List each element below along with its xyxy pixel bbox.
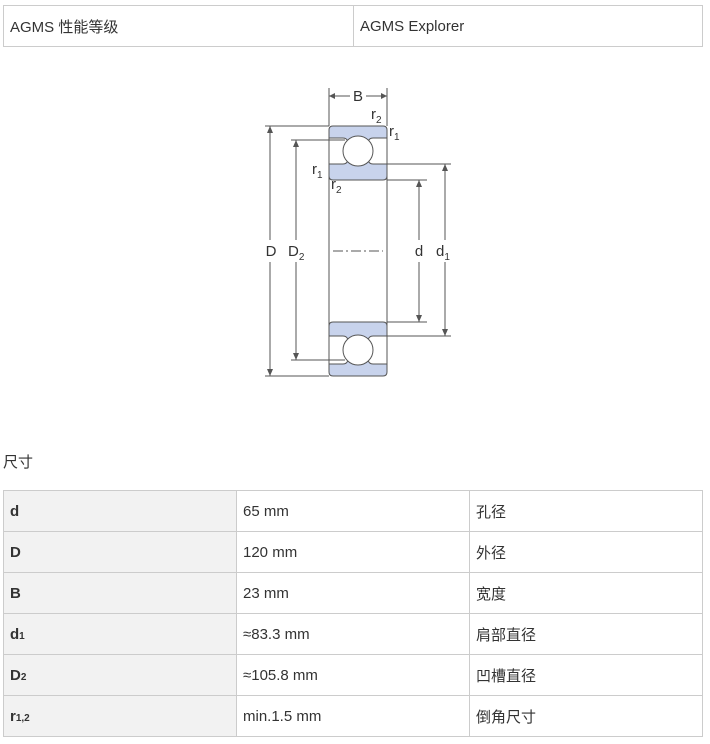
d-arrow-bottom xyxy=(416,315,422,322)
d1-arrow-top xyxy=(442,164,448,171)
label-b: B xyxy=(353,88,363,105)
section-title-dimensions: 尺寸 xyxy=(3,454,34,471)
bearing-drawing: B r2 r1 r1 r2 D D2 d d1 xyxy=(265,88,451,377)
description-cell: 倒角尺寸 xyxy=(469,695,703,737)
ball-top xyxy=(342,135,374,167)
label-d-inner: d xyxy=(415,243,423,260)
d-outer-arrow-bottom xyxy=(267,369,273,376)
description-cell: 孔径 xyxy=(469,490,703,532)
inner-ring-bottom xyxy=(328,321,388,341)
label-r1-top: r1 xyxy=(389,123,400,143)
d-arrow-top xyxy=(416,180,422,187)
d1-arrow-bottom xyxy=(442,329,448,336)
label-d2: D2 xyxy=(288,243,305,263)
b-arrow-left xyxy=(329,93,335,99)
table-row: B 23 mm 宽度 xyxy=(3,572,703,614)
symbol-cell: D xyxy=(3,531,237,573)
table-row: d 65 mm 孔径 xyxy=(3,490,703,532)
table-row: r1,2 min.1.5 mm 倒角尺寸 xyxy=(3,695,703,737)
d2-arrow-top xyxy=(293,140,299,147)
d2-arrow-bottom xyxy=(293,353,299,360)
header-table: AGMS 性能等级 AGMS Explorer xyxy=(3,5,703,47)
symbol-cell: B xyxy=(3,572,237,614)
ball-bottom xyxy=(342,334,374,366)
d-outer-arrow-top xyxy=(267,126,273,133)
label-r2-left: r2 xyxy=(331,176,342,196)
header-row: AGMS 性能等级 AGMS Explorer xyxy=(3,5,703,47)
value-cell: min.1.5 mm xyxy=(236,695,470,737)
table-row: D2 ≈105.8 mm 凹槽直径 xyxy=(3,654,703,696)
header-right-cell: AGMS Explorer xyxy=(353,5,703,47)
label-d-outer: D xyxy=(266,243,277,260)
description-cell: 肩部直径 xyxy=(469,613,703,655)
value-cell: 120 mm xyxy=(236,531,470,573)
value-cell: 23 mm xyxy=(236,572,470,614)
description-cell: 外径 xyxy=(469,531,703,573)
symbol-cell: d xyxy=(3,490,237,532)
symbol-cell: d1 xyxy=(3,613,237,655)
value-cell: ≈105.8 mm xyxy=(236,654,470,696)
description-cell: 宽度 xyxy=(469,572,703,614)
table-row: D 120 mm 外径 xyxy=(3,531,703,573)
dimensions-table: d 65 mm 孔径 D 120 mm 外径 B 23 mm 宽度 d1 ≈83… xyxy=(3,490,703,737)
symbol-cell: D2 xyxy=(3,654,237,696)
symbol-cell: r1,2 xyxy=(3,695,237,737)
label-d1: d1 xyxy=(436,243,450,263)
value-cell: 65 mm xyxy=(236,490,470,532)
header-left-cell: AGMS 性能等级 xyxy=(3,5,354,47)
value-cell: ≈83.3 mm xyxy=(236,613,470,655)
b-arrow-right xyxy=(381,93,387,99)
table-row: d1 ≈83.3 mm 肩部直径 xyxy=(3,613,703,655)
label-r1-left: r1 xyxy=(312,161,323,181)
description-cell: 凹槽直径 xyxy=(469,654,703,696)
label-r2-top: r2 xyxy=(371,106,382,126)
